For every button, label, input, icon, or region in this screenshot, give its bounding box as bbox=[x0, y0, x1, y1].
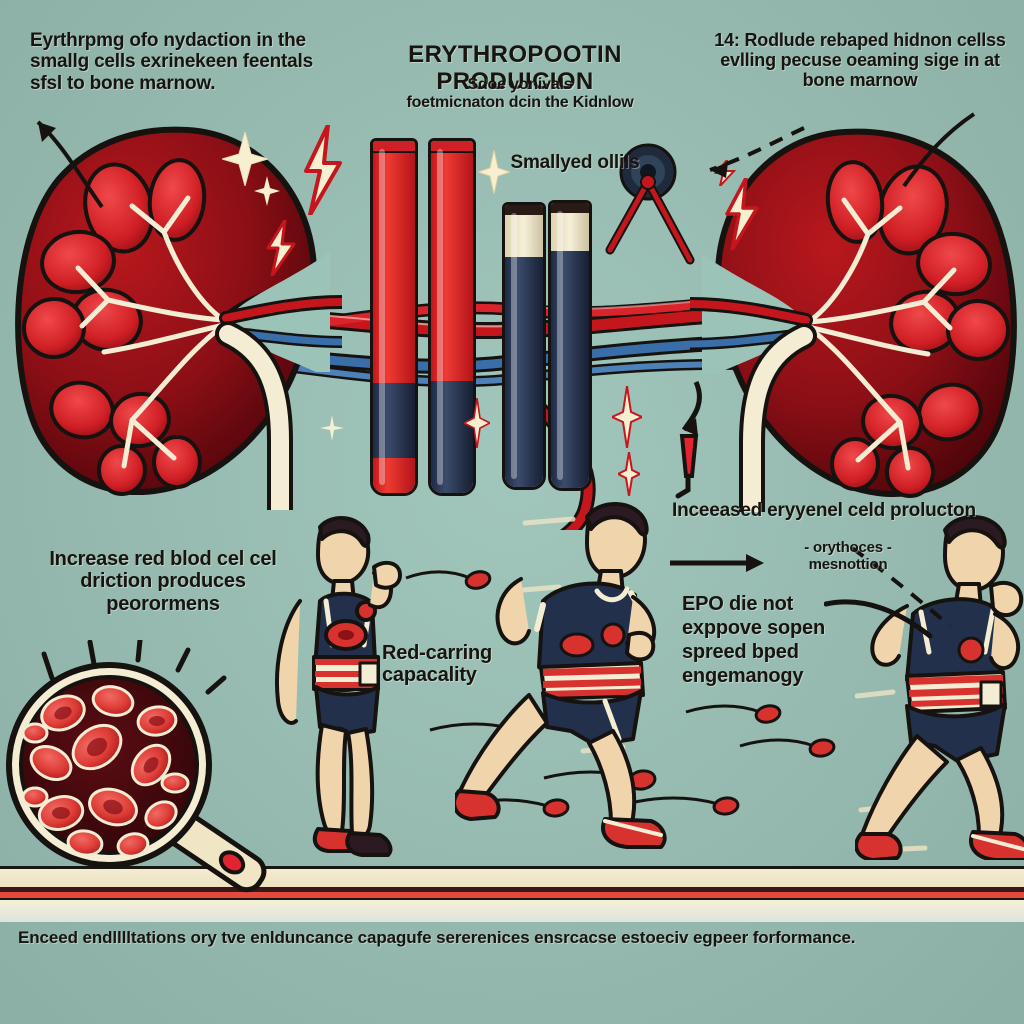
track-surface-lower bbox=[0, 900, 1024, 922]
tube-navy-fill bbox=[551, 251, 589, 488]
tube-red-fill-bottom bbox=[373, 458, 415, 493]
blood-cell-stream-icon bbox=[405, 570, 492, 590]
sparkle-icon bbox=[618, 452, 640, 496]
page-subtitle: Sdoe yonivals foetmicnaton dcin the Kidn… bbox=[406, 76, 634, 111]
kidney-cross-section-left-icon bbox=[15, 126, 342, 510]
tall-tube-2 bbox=[428, 138, 476, 496]
sparkle-icon bbox=[612, 386, 642, 448]
magnifier-blood-cells-icon bbox=[6, 662, 267, 893]
arrow-to-right-kidney-icon bbox=[902, 112, 976, 188]
tube-red-fill bbox=[373, 153, 415, 383]
running-athlete-figure bbox=[455, 502, 667, 849]
tube-cream-fill bbox=[505, 215, 543, 257]
dashed-pointer-to-athlete-icon bbox=[850, 546, 952, 628]
lightning-bolt-icon bbox=[725, 178, 759, 250]
lightning-bolt-icon bbox=[304, 125, 342, 215]
lightning-bolt-icon bbox=[266, 220, 296, 276]
kidney-cross-section-right-icon bbox=[690, 128, 1017, 512]
tall-tube-1 bbox=[370, 138, 418, 496]
track-line-dark-thin bbox=[0, 898, 1024, 900]
tube-cream-fill bbox=[551, 213, 589, 251]
blood-cell-stream-icon bbox=[685, 704, 836, 758]
short-tube-2 bbox=[548, 200, 592, 491]
sparkle-icon bbox=[320, 415, 344, 441]
sparkle-icon bbox=[254, 176, 280, 206]
sprinting-athlete-figure bbox=[855, 515, 1024, 860]
arrow-increase-production-icon bbox=[670, 554, 764, 572]
label-erythropoiesis: - orythoces - mesnottion bbox=[804, 539, 892, 573]
short-tube-1 bbox=[502, 202, 546, 490]
curved-pointer-epo-icon bbox=[824, 599, 933, 639]
sparkle-icon bbox=[464, 398, 490, 448]
sparkle-icon bbox=[478, 150, 510, 194]
tube-cap-icon bbox=[431, 141, 473, 153]
label-test-tubes: Smallyed ollils bbox=[510, 152, 640, 173]
note-top-left: Eyrthrpmg ofo nydaction in the smallg ce… bbox=[30, 30, 313, 94]
tube-red-fill bbox=[431, 153, 473, 381]
tube-cap-icon bbox=[373, 141, 415, 153]
label-oxygen-capacity: Red-carring capacality bbox=[382, 642, 493, 687]
footer-caption: Enceed endlllltations ory tve enlduncanc… bbox=[18, 928, 856, 947]
tube-highlight bbox=[557, 211, 563, 480]
tube-navy-fill bbox=[431, 381, 473, 493]
tube-highlight bbox=[379, 149, 385, 485]
arrow-to-epo-vial-icon bbox=[675, 380, 702, 499]
standing-athlete-figure bbox=[274, 515, 402, 857]
vessel-node-icon bbox=[605, 143, 695, 265]
track-line-top bbox=[0, 866, 1024, 869]
note-epo: EPO die not exppove sopen spreed bped en… bbox=[682, 593, 825, 687]
tube-highlight bbox=[511, 213, 517, 479]
sparkle-icon bbox=[222, 132, 268, 186]
track-line-red bbox=[0, 892, 1024, 898]
dashed-arrow-top-right-icon bbox=[709, 126, 805, 178]
tube-navy-fill bbox=[505, 257, 543, 487]
magnifier-radiance-icon bbox=[41, 640, 227, 695]
test-tube-group bbox=[360, 130, 620, 510]
note-left-middle: Increase red blod cel cel driction produ… bbox=[49, 548, 277, 615]
note-top-right: 14: Rodlude rebaped hidnon cellss evllin… bbox=[714, 30, 1006, 91]
tube-navy-fill bbox=[373, 383, 415, 458]
page-title: ERYTHROPOOTIN PRODUICION bbox=[408, 41, 622, 95]
heading-increased-production: Inceeased eryyenel celd prolucton bbox=[672, 500, 976, 521]
arrow-to-left-kidney-icon bbox=[36, 120, 104, 209]
track-line-dark bbox=[0, 887, 1024, 892]
tube-highlight bbox=[437, 149, 443, 485]
